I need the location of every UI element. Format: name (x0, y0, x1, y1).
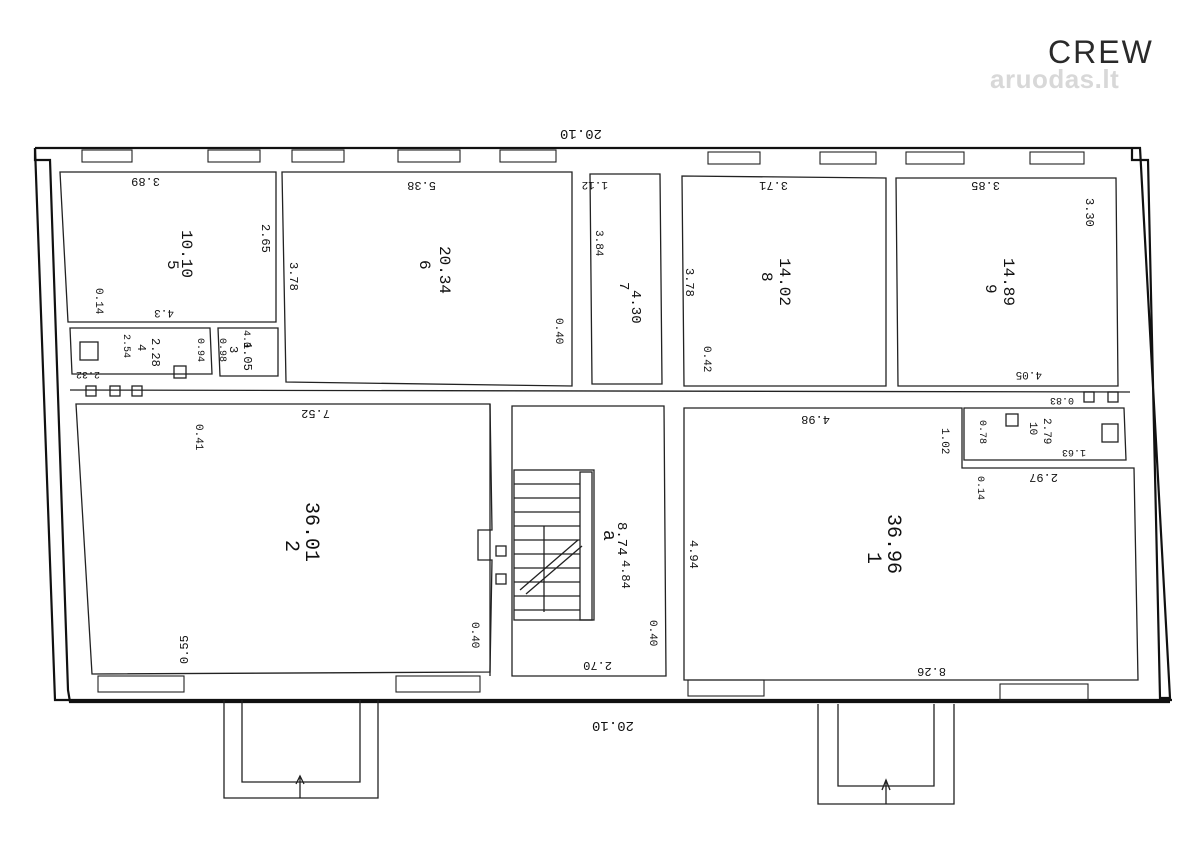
room-6-area: 20.34 (435, 246, 453, 294)
room-10-id: 10 (1026, 422, 1038, 435)
entrances (223, 700, 955, 805)
room-4-area: 2.28 (148, 338, 162, 367)
dim-label: 2.65 (258, 224, 272, 253)
fixtures (79, 341, 1119, 585)
room-3-id: 3 (226, 346, 240, 353)
room-5-id: 5 (163, 260, 181, 270)
room-9-id: 9 (981, 284, 999, 294)
dim-label: 0.14 (92, 288, 104, 315)
room-8-id: 8 (757, 272, 775, 282)
outer-walls (33, 146, 1172, 704)
dim-label: 4.84 (618, 560, 632, 589)
room-outlines (59, 171, 1139, 681)
dim-label: 4.98 (801, 412, 830, 426)
room-5-area: 10.10 (177, 230, 195, 278)
dim-label: 3.78 (286, 262, 300, 291)
dim-label: 2.70 (583, 658, 612, 672)
dim-label: 0.41 (192, 424, 204, 451)
dim-label: 0.98 (216, 338, 227, 362)
dim-label: 0.42 (700, 346, 712, 372)
dim-label: 4.94 (686, 540, 700, 569)
dim-label: 2.97 (1029, 470, 1058, 484)
dim-label: 0.40 (552, 318, 564, 344)
room-1-id: 1 (861, 552, 884, 564)
crew-logo: CREW (1048, 34, 1154, 70)
dim-label: 0.40 (646, 620, 658, 646)
dim-label: 2.54 (120, 334, 131, 358)
dim-label: 1.02 (938, 428, 950, 454)
dim-label: 7.52 (301, 406, 330, 420)
dim-label: 4.05 (1016, 368, 1042, 380)
dim-label: 5.38 (407, 178, 436, 192)
dim-label: 3.30 (1082, 198, 1096, 227)
dim-label: 0.55 (178, 635, 192, 664)
dim-label: 3.84 (592, 230, 604, 257)
dim-label: 3.71 (759, 178, 788, 192)
room-9-area: 14.89 (999, 258, 1017, 306)
dim-label: 3.85 (971, 178, 1000, 192)
room-labels: 5 10.10 6 20.34 7 4.30 8 14.02 9 14.89 4… (134, 230, 1052, 574)
dim-label: 0.78 (976, 420, 987, 444)
dim-label: 8.26 (917, 664, 946, 678)
room-2-id: 2 (279, 540, 302, 552)
dim-label: 3.78 (682, 268, 696, 297)
room-10-area: 2.79 (1040, 418, 1052, 444)
dim-label: 2.32 (76, 368, 100, 379)
dim-top: 20.10 (560, 125, 602, 141)
dimension-labels: 3.89 2.65 0.14 4.3 3.78 5.38 0.40 1.12 3… (76, 174, 1096, 678)
room-8-area: 14.02 (775, 258, 793, 306)
room-7-id: 7 (615, 282, 631, 290)
dim-label: 4.3 (154, 306, 174, 318)
dim-label: 0.83 (1050, 394, 1074, 405)
room-7-area: 4.30 (627, 290, 643, 324)
aruodas-watermark: aruodas.lt (990, 64, 1120, 94)
top-windows (81, 149, 1085, 165)
dim-label: 0.14 (974, 476, 985, 500)
dim-bottom: 20.10 (592, 717, 634, 733)
dim-label: 4.0 (240, 330, 251, 348)
dim-label: 0.40 (468, 622, 480, 648)
room-1-area: 36.96 (881, 514, 904, 574)
room-2-area: 36.01 (299, 502, 322, 562)
room-4-id: 4 (134, 344, 148, 351)
dim-label: 1.12 (582, 178, 608, 190)
dim-label: 1.63 (1062, 446, 1086, 457)
room-6-id: 6 (415, 260, 433, 270)
room-a-id: a (598, 530, 618, 541)
room-a-area: 8.74 (613, 522, 629, 556)
room-3-area: 1.05 (240, 342, 254, 371)
dim-label: 0.94 (194, 338, 205, 362)
dim-label: 3.89 (131, 174, 160, 188)
staircase (513, 469, 595, 621)
